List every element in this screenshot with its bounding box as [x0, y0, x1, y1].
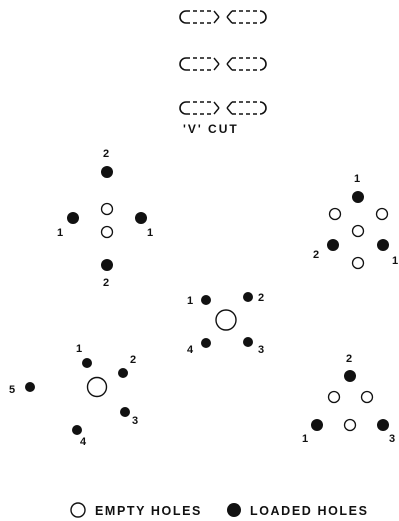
loaded-hole: [120, 407, 130, 417]
loaded-hole: [243, 292, 253, 302]
loaded-hole: [352, 191, 364, 203]
pattern-c: 1 2 4 3: [187, 292, 264, 356]
empty-hole: [100, 202, 114, 216]
loaded-hole: [25, 382, 35, 392]
empty-hole: [351, 256, 365, 270]
loaded-hole: [243, 337, 253, 347]
firing-order-label: 2: [103, 277, 109, 289]
loaded-hole: [82, 358, 92, 368]
loaded-hole: [101, 166, 113, 178]
loaded-hole: [344, 370, 356, 382]
firing-order-label: 1: [187, 295, 193, 307]
empty-hole: [100, 225, 114, 239]
firing-order-label: 4: [80, 436, 87, 448]
loaded-hole: [101, 259, 113, 271]
firing-order-label: 1: [302, 433, 308, 445]
pattern-a: 2 1 1 2: [57, 148, 153, 289]
empty-hole: [343, 418, 357, 432]
firing-order-label: 2: [313, 249, 319, 261]
loaded-hole: [72, 425, 82, 435]
firing-order-label: 2: [103, 148, 109, 160]
loaded-hole-legend-icon: [227, 503, 241, 517]
loaded-hole: [118, 368, 128, 378]
loaded-hole: [377, 419, 389, 431]
pattern-b: 1 2 1: [313, 173, 398, 270]
loaded-hole: [201, 295, 211, 305]
firing-order-label: 1: [392, 255, 398, 267]
empty-hole: [351, 224, 365, 238]
firing-order-label: 1: [76, 343, 82, 355]
firing-order-label: 2: [346, 353, 352, 365]
v-cut-caption: 'V' CUT: [183, 122, 239, 136]
empty-hole-large: [215, 309, 237, 331]
legend: EMPTY HOLES LOADED HOLES: [70, 502, 369, 518]
firing-order-label: 3: [389, 433, 395, 445]
firing-order-label: 4: [187, 344, 194, 356]
v-cut-row: [179, 57, 267, 71]
loaded-hole: [377, 239, 389, 251]
empty-hole-legend-icon: [70, 502, 86, 518]
empty-hole: [328, 207, 342, 221]
empty-hole: [327, 390, 341, 404]
firing-order-label: 1: [354, 173, 360, 185]
firing-order-label: 5: [9, 384, 15, 396]
v-cut-row: [179, 101, 267, 115]
firing-order-label: 1: [147, 227, 153, 239]
firing-order-label: 3: [132, 415, 138, 427]
legend-loaded-label: LOADED HOLES: [250, 504, 369, 518]
v-cut-group: [179, 10, 267, 115]
loaded-hole: [67, 212, 79, 224]
firing-order-label: 1: [57, 227, 63, 239]
firing-order-label: 2: [258, 292, 264, 304]
loaded-hole: [201, 338, 211, 348]
empty-hole-large: [86, 376, 108, 398]
v-cut-row: [179, 10, 267, 24]
pattern-e: 2 1 3: [302, 353, 395, 445]
legend-empty-label: EMPTY HOLES: [95, 504, 202, 518]
empty-hole: [360, 390, 374, 404]
loaded-hole: [135, 212, 147, 224]
pattern-d: 1 2 5 3 4: [9, 343, 138, 448]
firing-order-label: 3: [258, 344, 264, 356]
loaded-hole: [311, 419, 323, 431]
firing-order-label: 2: [130, 354, 136, 366]
loaded-hole: [327, 239, 339, 251]
empty-hole: [375, 207, 389, 221]
